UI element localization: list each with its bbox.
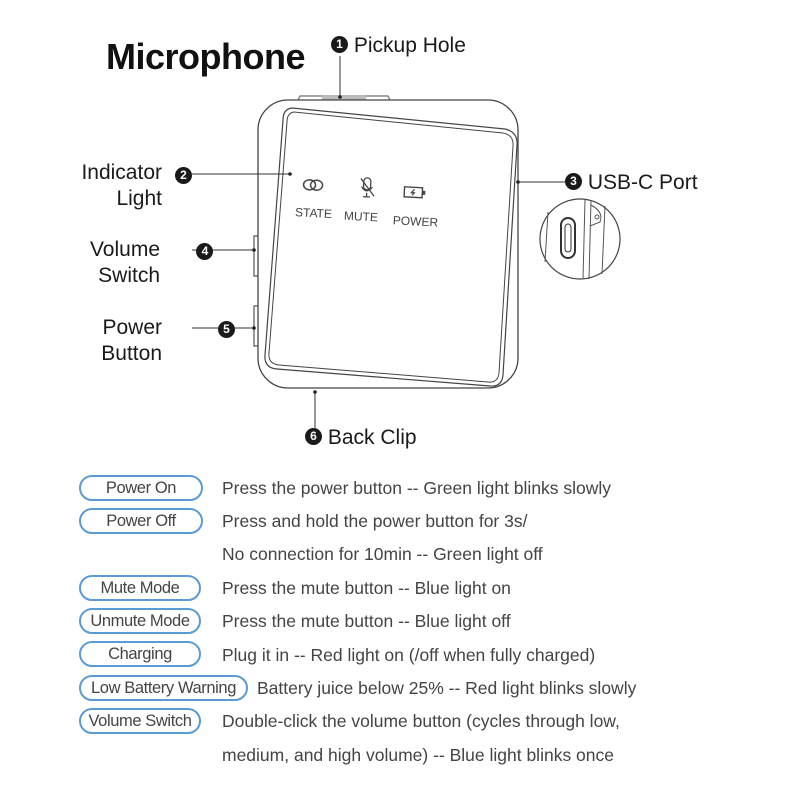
callout-label: Light: [116, 187, 162, 210]
mode-description: Press the mute button -- Blue light off: [222, 611, 511, 631]
indicator-label: POWER: [392, 213, 439, 230]
mode-description: medium, and high volume) -- Blue light b…: [222, 745, 614, 765]
mode-description: Double-click the volume button (cycles t…: [222, 711, 620, 731]
callout-label: Power: [102, 316, 162, 339]
battery-charging-icon: [403, 186, 426, 199]
mode-description: Battery juice below 25% -- Red light bli…: [257, 678, 637, 698]
indicator-panel: STATE MUTE POWER: [291, 176, 453, 234]
pickup-hole: [322, 95, 366, 100]
callout-power-button: Power Button: [60, 315, 162, 367]
power-button: [253, 305, 258, 347]
usb-c-port-detail: [539, 198, 621, 280]
mode-description: No connection for 10min -- Green light o…: [222, 544, 543, 564]
mode-badge-unmute-mode: Unmute Mode: [79, 608, 201, 634]
mode-badge-low-battery-warning: Low Battery Warning: [79, 675, 248, 701]
callout-volume-switch: Volume Switch: [60, 237, 160, 289]
mode-description: Press the power button -- Green light bl…: [222, 478, 612, 498]
indicator-label: STATE: [294, 205, 333, 222]
indicator-mute: [357, 175, 378, 205]
mode-badge-charging: Charging: [79, 641, 201, 667]
number-badge: 6: [305, 427, 322, 445]
indicator-power: [403, 184, 428, 206]
volume-switch: [253, 235, 258, 277]
mode-badge-power-on: Power On: [79, 475, 203, 501]
number-badge: 5: [217, 321, 235, 339]
mode-badge-mute-mode: Mute Mode: [79, 575, 201, 601]
callout-label: Indicator: [81, 161, 162, 184]
indicator-label: MUTE: [343, 208, 379, 225]
mode-description: Plug it in -- Red light on (/off when fu…: [222, 645, 596, 665]
indicator-state: [301, 176, 326, 198]
mode-badge-power-off: Power Off: [79, 508, 203, 534]
mode-description: Press and hold the power button for 3s/: [222, 511, 528, 531]
number-badge: 4: [196, 243, 214, 261]
callout-label: Button: [101, 342, 162, 365]
callout-label: Pickup Hole: [353, 34, 466, 57]
mic-off-icon: [360, 177, 375, 198]
link-icon: [302, 179, 324, 191]
mode-badge-volume-switch: Volume Switch: [79, 708, 201, 734]
callout-usb-c-port: 3 USB-C Port: [565, 170, 698, 196]
callout-pickup-hole: 1 Pickup Hole: [331, 33, 466, 59]
callout-back-clip: 6 Back Clip: [305, 425, 417, 451]
callout-label: Volume: [89, 238, 160, 261]
callout-indicator-light: Indicator Light: [60, 160, 162, 212]
number-badge: 3: [565, 172, 582, 190]
callout-label: USB-C Port: [587, 171, 698, 194]
callout-label: Back Clip: [327, 426, 417, 449]
callout-label: Switch: [98, 264, 160, 287]
mode-description: Press the mute button -- Blue light on: [222, 578, 511, 598]
number-badge: 2: [175, 167, 192, 185]
number-badge: 1: [331, 35, 348, 53]
page-title: Microphone: [106, 36, 306, 77]
